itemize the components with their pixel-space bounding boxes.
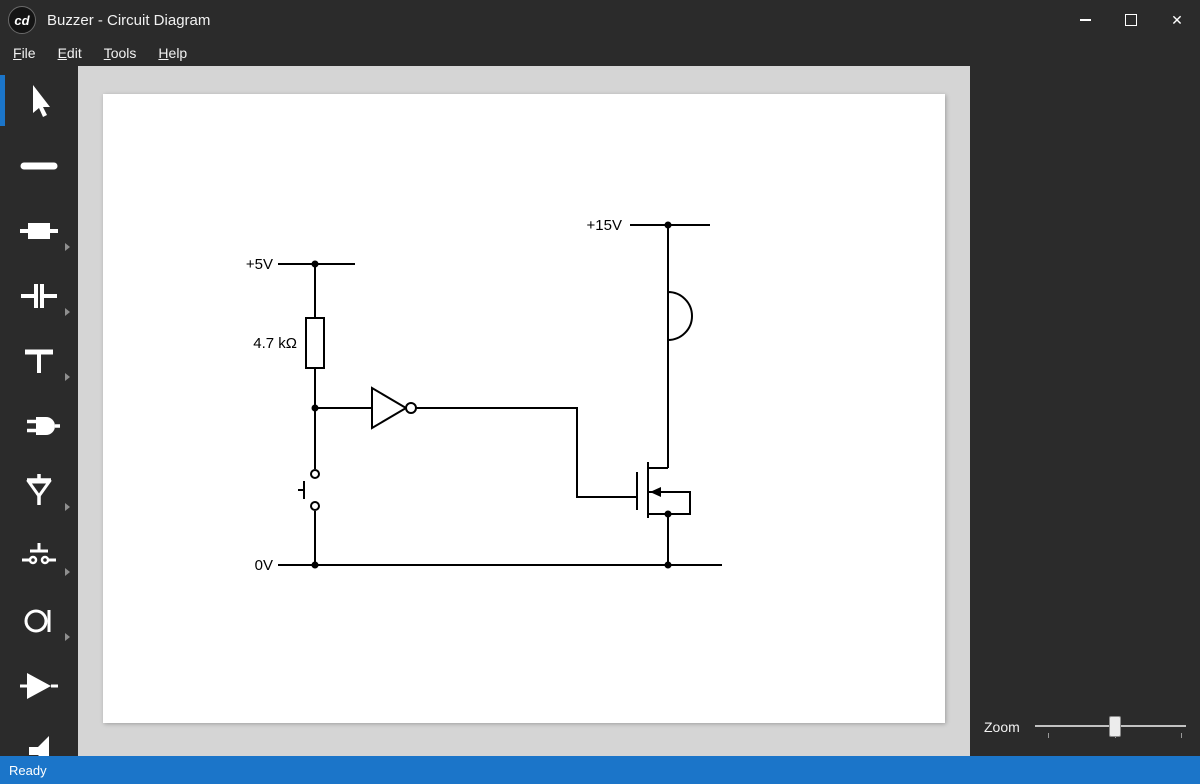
zener-diode-icon <box>26 473 52 505</box>
rail-5v[interactable]: +5V <box>246 256 355 273</box>
dropdown-arrow-icon[interactable] <box>65 373 70 381</box>
statusbar: Ready <box>0 756 1200 784</box>
tool-rail[interactable] <box>0 328 78 393</box>
menu-help[interactable]: Help <box>147 42 198 64</box>
window-title: Buzzer - Circuit Diagram <box>47 11 211 29</box>
rail-0v[interactable]: 0V <box>255 557 722 574</box>
menu-file[interactable]: File <box>2 42 47 64</box>
minimize-button[interactable] <box>1062 0 1108 40</box>
rail-0v-label: 0V <box>255 557 273 574</box>
wire-icon <box>20 162 58 169</box>
circuit-canvas[interactable]: +5V 4.7 kΩ <box>103 94 945 723</box>
capacitor-icon <box>21 283 57 308</box>
mosfet-component[interactable] <box>636 462 691 565</box>
canvas-area[interactable]: +5V 4.7 kΩ <box>78 66 970 756</box>
select-cursor-icon <box>33 84 50 117</box>
window-controls: ✕ <box>1062 0 1200 40</box>
tool-amplifier[interactable] <box>0 653 78 718</box>
push-switch-icon <box>22 542 56 564</box>
speaker-icon <box>29 735 49 756</box>
maximize-button[interactable] <box>1108 0 1154 40</box>
zoom-tick <box>1048 733 1050 738</box>
menu-tools[interactable]: Tools <box>93 42 148 64</box>
dropdown-arrow-icon[interactable] <box>65 503 70 511</box>
titlebar: cd Buzzer - Circuit Diagram ✕ <box>0 0 1200 40</box>
dropdown-arrow-icon[interactable] <box>65 633 70 641</box>
buzzer-component[interactable] <box>667 225 693 468</box>
tool-microphone[interactable] <box>0 588 78 653</box>
tool-push-switch[interactable] <box>0 523 78 588</box>
menu-edit-label: dit <box>66 45 82 61</box>
tool-select[interactable] <box>0 68 78 133</box>
resistor-icon <box>20 222 58 239</box>
menu-edit[interactable]: Edit <box>47 42 93 64</box>
main-area: +5V 4.7 kΩ <box>0 66 1200 756</box>
zoom-slider[interactable] <box>1034 714 1186 740</box>
inverter-gate-component[interactable] <box>315 386 636 498</box>
maximize-icon <box>1125 14 1137 26</box>
dropdown-arrow-icon[interactable] <box>65 568 70 576</box>
zoom-control: Zoom <box>970 714 1200 740</box>
resistor-component[interactable]: 4.7 kΩ <box>253 264 325 408</box>
zoom-label: Zoom <box>984 719 1020 735</box>
document-page[interactable]: +5V 4.7 kΩ <box>103 94 945 723</box>
component-toolbox <box>0 66 78 756</box>
dropdown-arrow-icon[interactable] <box>65 243 70 251</box>
push-switch-component[interactable] <box>298 408 320 565</box>
status-text: Ready <box>9 762 47 778</box>
zoom-tick <box>1181 733 1183 738</box>
rail-icon <box>25 349 53 373</box>
minimize-icon <box>1079 19 1091 21</box>
resistor-value-label: 4.7 kΩ <box>253 335 297 352</box>
tool-zener-diode[interactable] <box>0 458 78 523</box>
tool-capacitor[interactable] <box>0 263 78 328</box>
amplifier-icon <box>20 672 58 699</box>
rail-15v-label: +15V <box>587 217 622 234</box>
app-logo-icon: cd <box>8 6 36 34</box>
menu-help-accel: H <box>158 45 169 61</box>
menu-file-label: ile <box>21 45 36 61</box>
rail-15v[interactable]: +15V <box>587 217 710 234</box>
plug-icon <box>27 416 60 435</box>
close-icon: ✕ <box>1171 12 1183 28</box>
menu-tools-accel: T <box>103 45 111 61</box>
close-button[interactable]: ✕ <box>1154 0 1200 40</box>
zoom-slider-thumb[interactable] <box>1108 716 1121 737</box>
tool-wire[interactable] <box>0 133 78 198</box>
dropdown-arrow-icon[interactable] <box>65 308 70 316</box>
tool-speaker[interactable] <box>0 718 78 756</box>
tool-plug[interactable] <box>0 393 78 458</box>
microphone-icon <box>24 609 51 632</box>
rail-5v-label: +5V <box>246 256 273 273</box>
menu-file-accel: F <box>13 45 22 61</box>
menubar: File Edit Tools Help <box>0 40 1200 66</box>
menu-edit-accel: E <box>57 45 67 61</box>
menu-help-label: elp <box>168 45 188 61</box>
right-panel: Zoom <box>970 66 1200 756</box>
menu-tools-label: ools <box>110 45 137 61</box>
tool-resistor[interactable] <box>0 198 78 263</box>
